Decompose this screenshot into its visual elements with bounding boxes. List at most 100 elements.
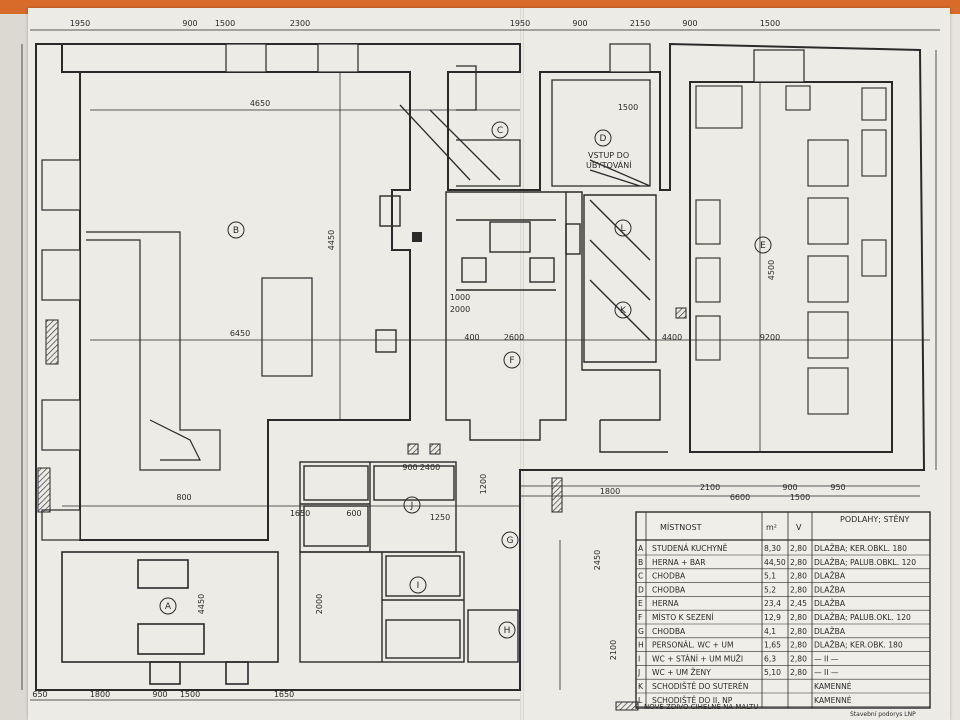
- dimension-interior-26: 2400: [420, 463, 440, 472]
- legend-row-id: D: [638, 585, 644, 594]
- legend-row-id: G: [638, 627, 644, 636]
- legend-row-height: 2,80: [790, 627, 807, 636]
- dimension-interior-24: 600: [346, 509, 361, 518]
- room-label-h: H: [504, 626, 511, 636]
- left-wall-windows: [41, 159, 81, 541]
- legend-header-area: m²: [766, 523, 777, 532]
- dimension-interior-21: 1200: [479, 474, 488, 494]
- legend-row-height: 2,80: [790, 641, 807, 650]
- legend-row-floor: DLAŽBA: [814, 599, 846, 608]
- legend-row-floor: DLAŽBA: [814, 585, 846, 594]
- legend-row-id: I: [638, 654, 640, 663]
- room-label-l: L: [620, 224, 625, 234]
- room-label-f: F: [509, 356, 514, 366]
- dimension-bottom-3: 1500: [180, 690, 200, 699]
- legend-row-height: 2,80: [790, 613, 807, 622]
- dimension-interior-4: 1500: [618, 103, 638, 112]
- dimension-interior-19: 2450: [593, 550, 602, 570]
- legend-row-id: F: [638, 613, 642, 622]
- dimension-interior-18: 2000: [315, 594, 324, 614]
- dimension-top-5: 900: [572, 19, 587, 28]
- dimension-top-4: 1950: [510, 19, 530, 28]
- legend-row-height: 2,80: [790, 668, 807, 677]
- dimension-interior-1: 6450: [230, 329, 250, 338]
- dimension-interior-16: 800: [176, 493, 191, 502]
- legend-row-floor: DLAŽBA: [814, 627, 846, 636]
- paper-fold: [520, 8, 524, 720]
- room-label-a: A: [165, 602, 172, 612]
- stair-entry-label-1: VSTUP DO: [588, 151, 629, 160]
- legend-row-name: WC + UM ŽENY: [652, 668, 711, 677]
- room-label-g: G: [507, 536, 514, 546]
- legend-row-area: 4,1: [764, 627, 776, 636]
- legend-row-name: CHODBA: [652, 627, 686, 636]
- legend-row-floor: DLAŽBA; KER.OBK. 180: [814, 641, 903, 650]
- dimension-top-2: 1500: [215, 19, 235, 28]
- room-e-tables: [695, 85, 887, 415]
- outer-walls: [35, 42, 926, 691]
- legend-header-height: V: [796, 523, 802, 532]
- stair-entry-label-2: UBYTOVÁNÍ: [586, 159, 632, 170]
- dimension-top-3: 2300: [290, 19, 310, 28]
- legend-row-area: 23,4: [764, 599, 781, 608]
- dimension-interior-13: 900: [782, 483, 797, 492]
- legend-row-area: 44,50: [764, 558, 786, 567]
- legend-row-area: 5,1: [764, 572, 776, 581]
- legend-row-name: HERNA: [652, 599, 679, 608]
- legend-row-id: L: [638, 696, 643, 705]
- dimension-top-6: 2150: [630, 19, 650, 28]
- dimension-interior-27: 1250: [430, 513, 450, 522]
- dimension-interior-0: 4650: [250, 99, 270, 108]
- dimension-bottom-2: 900: [152, 690, 167, 699]
- dimension-interior-9: 4400: [662, 333, 682, 342]
- dimension-interior-10: 1800: [600, 487, 620, 496]
- legend-row-id: K: [638, 682, 644, 691]
- dimension-interior-5: 1000: [450, 293, 470, 302]
- dimension-interior-8: 4500: [767, 260, 776, 280]
- legend-row-area: 5,10: [764, 668, 781, 677]
- legend-row-area: 12,9: [764, 613, 781, 622]
- dimension-interior-23: 400: [464, 333, 479, 342]
- legend-row-name: WC + STÁNÍ + UM MUŽI: [652, 654, 743, 663]
- legend-row-id: C: [638, 572, 643, 581]
- dimension-interior-17: 4450: [197, 594, 206, 614]
- dimension-top-1: 900: [182, 19, 197, 28]
- dimension-interior-15: 950: [830, 483, 845, 492]
- legend-row-height: 2,45: [790, 599, 807, 608]
- kitchen-a: [61, 551, 279, 685]
- room-label-b: B: [233, 226, 239, 236]
- legend-header-floors: PODLAHY; STĚNY: [840, 513, 910, 524]
- legend-row-name: MÍSTO K SEZENÍ: [652, 613, 714, 622]
- legend-row-height: 2,80: [790, 585, 807, 594]
- dimension-interior-6: 2000: [450, 305, 470, 314]
- legend-row-floor: — II —: [814, 654, 839, 663]
- corridor-partitions: [375, 191, 668, 453]
- room-label-k: K: [620, 306, 627, 316]
- legend-row-id: H: [638, 641, 644, 650]
- legend-row-height: 2,80: [790, 558, 807, 567]
- dimension-top-8: 1500: [760, 19, 780, 28]
- dimension-top-0: 1950: [70, 19, 90, 28]
- legend-row-floor: DLAŽBA; PALUB.OKL. 120: [814, 613, 911, 622]
- dimension-interior-3: 2600: [504, 333, 524, 342]
- legend-row-area: 1,65: [764, 641, 781, 650]
- legend-row-name: SCHODIŠTĚ DO SUTERÉN: [652, 682, 748, 691]
- dimension-interior-7: 9200: [760, 333, 780, 342]
- stamp-note: Stavební podorys LNP: [850, 711, 916, 718]
- legend-row-name: CHODBA: [652, 585, 686, 594]
- dimension-bottom-0: 650: [32, 690, 47, 699]
- legend-row-area: 5,2: [764, 585, 776, 594]
- legend-row-id: A: [638, 544, 644, 553]
- dimension-interior-20: 2100: [609, 640, 618, 660]
- legend-row-name: HERNA + BAR: [652, 558, 706, 567]
- dimension-interior-22: 1650: [290, 509, 310, 518]
- dimension-bottom-4: 1650: [274, 690, 294, 699]
- dimension-interior-11: 6600: [730, 493, 750, 502]
- legend-row-name: SCHODIŠTĚ DO II. NP: [652, 696, 733, 705]
- plan-notes: NOVÉ ZDIVO CIHELNÉ NA MALTU Stavební pod…: [615, 701, 916, 718]
- legend-row-floor: DLAŽBA: [814, 572, 846, 581]
- dimension-lines: [21, 29, 940, 701]
